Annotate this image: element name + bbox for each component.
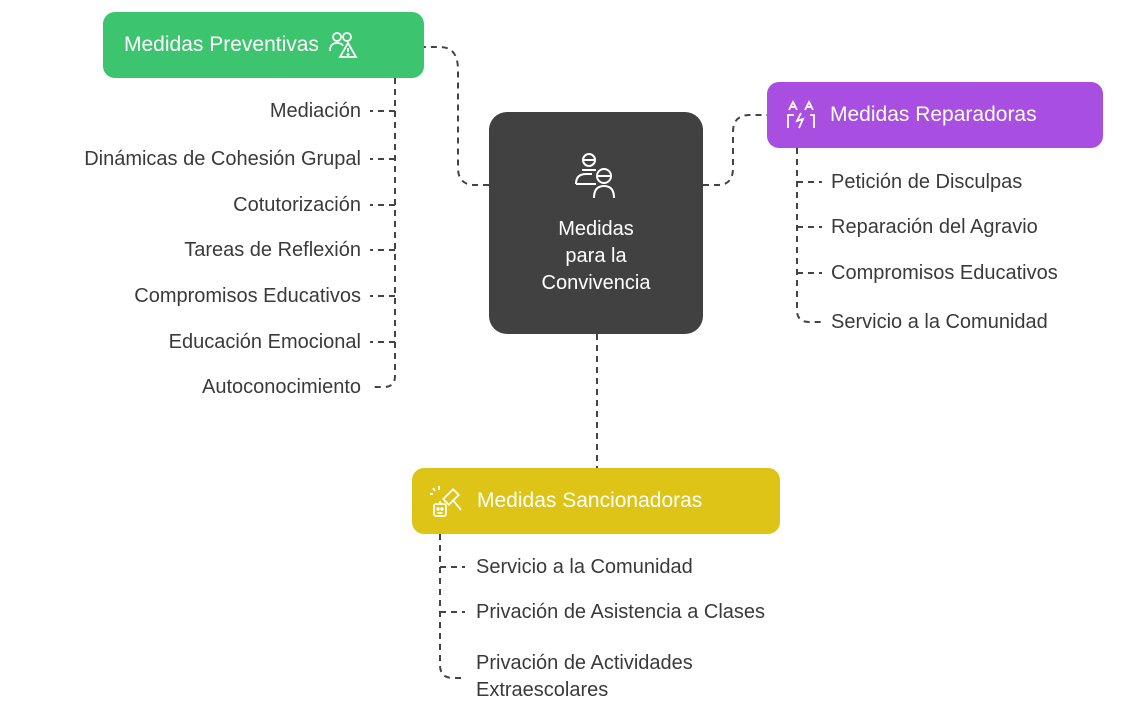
reparadoras-item-disculpas: Petición de Disculpas [831, 171, 1023, 193]
preventivas-item-cohesion-grupal: Dinámicas de Cohesión Grupal [84, 148, 361, 170]
connector-center-reparadoras [703, 114, 767, 186]
medidas-sancionadoras-node[interactable]: Medidas Sancionadoras [412, 468, 780, 534]
medidas-sancionadoras-title: Medidas Sancionadoras [477, 489, 703, 512]
preventivas-item-mediacion: Mediación [269, 100, 361, 122]
center-line-3: Convivencia [541, 271, 651, 294]
reparadoras-item-servicio-comunidad: Servicio a la Comunidad [831, 311, 1048, 333]
gavel-sanction-icon [429, 484, 463, 518]
medidas-reparadoras-node[interactable]: Medidas Reparadoras [767, 82, 1103, 148]
center-line-2: para la [565, 244, 627, 267]
preventivas-item-autoconocimiento: Autoconocimiento [202, 376, 361, 398]
reparadoras-item-agravio: Reparación del Agravio [831, 216, 1038, 238]
people-meeting-icon [570, 150, 622, 210]
sancionadoras-item-privacion-clases: Privación de Asistencia a Clases [476, 601, 766, 623]
sancionadoras-item-servicio-comunidad: Servicio a la Comunidad [476, 556, 693, 578]
people-warning-icon [327, 29, 359, 61]
connector-center-preventivas [424, 46, 489, 186]
sancionadoras-item-privacion-actividades: Privación de Actividades Extraescolares [476, 652, 693, 701]
preventivas-item-compromisos: Compromisos Educativos [134, 285, 361, 307]
medidas-reparadoras-title: Medidas Reparadoras [830, 103, 1037, 126]
medidas-preventivas-node[interactable]: Medidas Preventivas [103, 12, 424, 78]
medidas-preventivas-title: Medidas Preventivas [124, 33, 319, 56]
reparadoras-item-compromisos: Compromisos Educativos [831, 262, 1058, 284]
preventivas-item-cotutorizacion: Cotutorización [233, 194, 361, 216]
medidas-convivencia-center-node[interactable]: Medidas para la Convivencia [489, 112, 703, 334]
connector-preventivas-spine [370, 78, 396, 388]
center-line-1: Medidas [558, 217, 634, 240]
connector-reparadoras-spine [796, 148, 822, 323]
preventivas-item-tareas-reflexion: Tareas de Reflexión [184, 239, 361, 261]
preventivas-item-educacion-emocional: Educación Emocional [168, 331, 361, 353]
people-repair-icon [784, 98, 818, 132]
connector-sancionadoras-spine [439, 534, 465, 679]
